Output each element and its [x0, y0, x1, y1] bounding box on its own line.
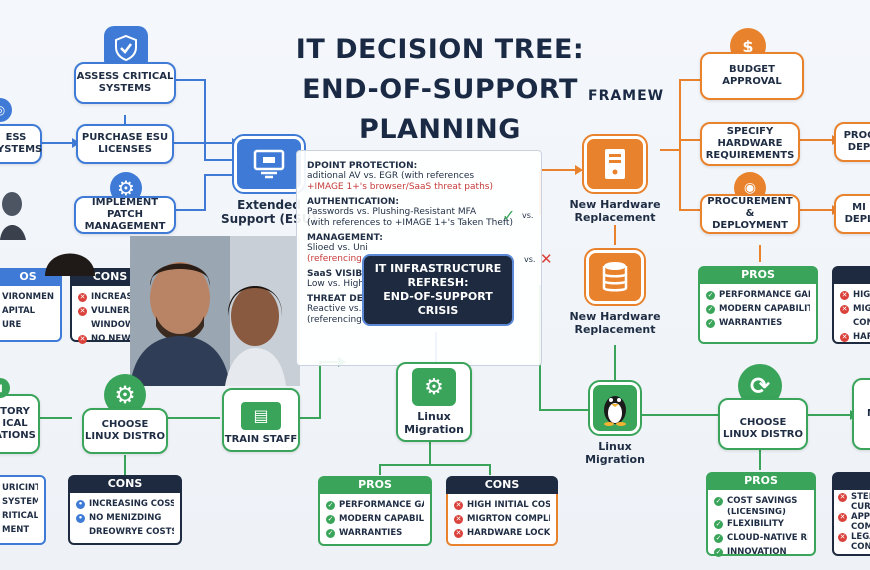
- target-icon: ◎: [0, 98, 12, 122]
- cons-header-center: CONS: [446, 476, 558, 494]
- purchase-esu-licenses-node[interactable]: PURCHASE ESU LICENSES: [76, 124, 174, 164]
- cons-header-left-bottom: CONS: [68, 475, 182, 493]
- mgmt-line-2: (referencing +IMA: [307, 254, 389, 264]
- check-icon: ✓: [714, 533, 723, 543]
- threat-heading: THREAT DETECTION:: [307, 294, 411, 304]
- linux-penguin-icon: [590, 382, 640, 434]
- server-icon-orange: [584, 136, 646, 192]
- specify-hardware-requirements-node[interactable]: SPECIFY HARDWARE REQUIREMENTS: [700, 122, 800, 166]
- dot-icon: •: [76, 499, 85, 509]
- extended-support-label: Extended Support (ESU): [221, 198, 317, 226]
- dot-icon: •: [76, 513, 85, 523]
- authentication-heading: AUTHENTICATION:: [307, 197, 399, 207]
- x-icon: ✕: [840, 332, 849, 342]
- implement-patch-management-node[interactable]: IMPLEMENT PATCH MANAGEMENT: [74, 196, 176, 234]
- background-person: [0, 190, 30, 240]
- check-icon: ✓: [706, 290, 715, 300]
- x-icon: ✕: [838, 512, 847, 522]
- assess-critical-systems-node[interactable]: ASSESS CRITICAL SYSTEMS: [74, 62, 176, 104]
- endpoint-line-2: +IMAGE 1+'s browser/SaaS threat paths): [307, 182, 493, 192]
- x-icon: ✕: [454, 514, 463, 524]
- x-icon: ✕: [454, 528, 463, 538]
- gear-square-icon: ⚙: [412, 368, 456, 406]
- cons-list-center: ✕HIGH INITIAL COST ✕MIGRTON COMPLEXITY ✕…: [446, 494, 558, 546]
- cons-list-hardware-partial: ✕HIGH ✕MIGR CON ✕HARI: [832, 284, 870, 344]
- m-node-partial[interactable]: M: [852, 378, 870, 450]
- x-icon: ✕: [840, 304, 849, 314]
- x-icon: ✕: [838, 492, 847, 502]
- choose-linux-distro-node-right[interactable]: CHOOSE LINUX DISTRO: [718, 398, 808, 450]
- x-icon: ✕: [78, 292, 87, 302]
- check-icon: ✓: [714, 519, 723, 529]
- saas-line-1: Low vs. High: [307, 279, 365, 289]
- check-icon: ✓: [502, 206, 516, 225]
- threat-line-1: Reactive vs. Proactive: [307, 304, 406, 314]
- new-hardware-replacement-label-2: New Hardware Replacement: [569, 310, 661, 336]
- cons-list-left-bottom: •INCREASING COSSINS •NO MENIZDING DREOWR…: [68, 493, 182, 545]
- pros-header-linux: PROS: [706, 472, 816, 490]
- check-icon: ✓: [706, 304, 715, 314]
- train-staff-node[interactable]: ▤ TRAIN STAFF: [222, 388, 300, 452]
- x-icon: ✕: [838, 532, 847, 542]
- database-icon: [586, 250, 644, 304]
- endpoint-line-1: aditional AV vs. EGR (with references: [307, 171, 475, 181]
- auth-line-1: Passwords vs. Plushing-Resistant MFA: [307, 207, 477, 217]
- pros-list-left-bottom: URICINT SYSTEMS RITICAL MENT: [0, 475, 46, 545]
- pros-list-hardware: ✓PERFORMANCE GAINS ✓MODERN CAPABILITIES …: [698, 284, 818, 344]
- chart-icon-left: ▮: [0, 378, 10, 398]
- linux-migration-node-center[interactable]: ⚙ Linux Migration: [396, 362, 472, 442]
- x-icon: ✕: [78, 334, 87, 344]
- linux-migration-label-right: Linux Migration: [585, 440, 645, 466]
- management-heading: MANAGEMENT:: [307, 233, 383, 243]
- migration-node-partial[interactable]: MI DEPL: [834, 194, 870, 234]
- server-card-icon: [234, 136, 304, 192]
- budget-approval-node[interactable]: BUDGET APPROVAL: [700, 52, 804, 100]
- saas-heading: SaaS VISIBI: [307, 269, 366, 279]
- background-person-2: [40, 236, 100, 276]
- new-hardware-replacement-label-1: New Hardware Replacement: [569, 198, 661, 224]
- endpoint-protection-heading: DPOINT PROTECTION:: [307, 161, 418, 171]
- inventory-node-partial[interactable]: TORY ICAL ATIONS: [0, 394, 40, 454]
- mgmt-line-1: Slioed vs. Uni: [307, 243, 368, 253]
- x-icon: ✕: [840, 290, 849, 300]
- check-icon: ✓: [714, 496, 723, 506]
- presentation-icon: ▤: [241, 402, 281, 430]
- pros-list-left: VIRONMENT APITAL URE: [0, 286, 62, 342]
- framework-label: FRAMEW: [588, 88, 665, 104]
- vs-label-1: vs.: [522, 211, 534, 220]
- pros-header-center: PROS: [318, 476, 432, 494]
- cons-list-linux-partial: ✕STEE CURV ✕APPLI COM ✕LEGA CONC: [832, 490, 870, 556]
- crisis-root-node[interactable]: IT INFRASTRUCTURE REFRESH: END-OF-SUPPOR…: [362, 254, 514, 326]
- x-icon: ✕: [78, 306, 87, 316]
- check-icon: ✓: [706, 318, 715, 328]
- check-icon: ✓: [714, 547, 723, 557]
- x-icon: ✕: [454, 500, 463, 510]
- choose-linux-distro-node-left[interactable]: CHOOSE LINUX DISTRO: [82, 408, 168, 454]
- pros-list-center: ✓PERFORMANCE GAINS ✓MODERN CAPABILITIES …: [318, 494, 432, 546]
- cross-icon: ✕: [540, 250, 553, 268]
- vs-label-2: vs.: [524, 255, 536, 264]
- procurement-deployment-node[interactable]: PROCUREMENT & DEPLOYMENT: [700, 194, 800, 234]
- assess-systems-node-partial[interactable]: ESS SYSTEMS: [0, 124, 42, 164]
- check-icon: ✓: [326, 500, 335, 510]
- check-icon: ✓: [326, 528, 335, 538]
- check-icon: ✓: [326, 514, 335, 524]
- procurement-node-partial[interactable]: PROC DEP: [834, 122, 870, 162]
- cons-header-hardware-partial: [832, 266, 870, 284]
- pros-list-linux: ✓COST SAVINGS (LICENSING) ✓FLEXIBILITY ✓…: [706, 490, 816, 557]
- page-title: IT DECISION TREE: END-OF-SUPPORT PLANNIN…: [295, 34, 585, 145]
- auth-line-2: (with references to +IMAGE 1+'s Taken Th…: [307, 218, 513, 228]
- cons-header-linux-partial: [832, 472, 870, 490]
- pros-header-hardware: PROS: [698, 266, 818, 284]
- team-photo: [0, 236, 300, 386]
